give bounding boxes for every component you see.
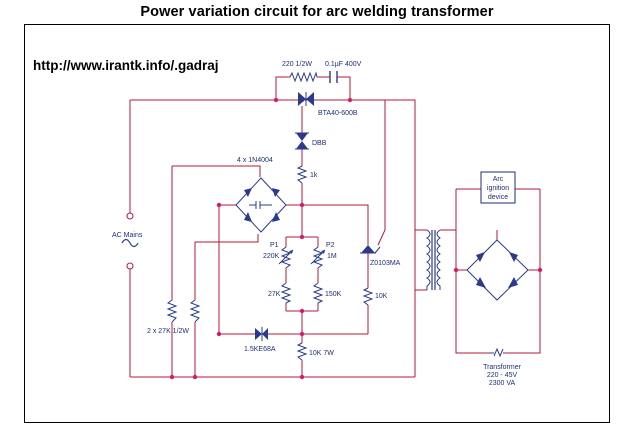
capacitor-0-1uF: 0.1µF 400V (325, 61, 362, 83)
triac-label: BTA40-600B (318, 110, 358, 117)
arc-electrode-gap (490, 347, 505, 358)
ac-mains-terminals: AC Mains (112, 212, 143, 270)
diac-dbb: DBB (295, 132, 327, 150)
tvs-diode-1-5ke68a: 1.5KE68A (244, 327, 276, 353)
resistor-2x27k-label: 2 x 27K 1/2W (147, 328, 189, 335)
scr-z0103ma: Z0103MA (360, 245, 401, 268)
resistor-2x27k: 2 x 27K 1/2W (147, 299, 201, 335)
arc-ignition-device: Arc ignition device (480, 171, 516, 204)
resistor-220-label: 220 1/2W (282, 61, 312, 68)
resistor-27k: 27K (268, 282, 292, 304)
resistor-10k-label: 10K (375, 293, 388, 300)
bridge-label: 4 x 1N4004 (237, 157, 273, 164)
resistor-10k-7w-label: 10K 7W (309, 350, 334, 357)
resistor-27k-label: 27K (268, 291, 281, 298)
p1-label: P1 (270, 242, 279, 249)
transformer-caption-line2: 220 - 45V (487, 372, 518, 379)
potentiometer-p2: P2 1M (310, 242, 337, 269)
source-url: http://www.irantk.info/.gadraj (33, 58, 219, 73)
triac-bta40: BTA40-600B (298, 92, 358, 117)
p2-value: 1M (327, 253, 337, 260)
diagram-title: Power variation circuit for arc welding … (140, 4, 494, 20)
bridge-rectifier-1n4004: 4 x 1N4004 (235, 157, 287, 233)
junction-nodes (169, 97, 543, 380)
scr-label: Z0103MA (370, 260, 401, 267)
capacitor-label: 0.1µF 400V (325, 61, 362, 68)
transformer-caption-line1: Transformer (483, 364, 522, 371)
potentiometer-p1: P1 220K (263, 242, 294, 269)
diagram-border (24, 24, 610, 423)
resistor-1k-label: 1k (310, 172, 318, 179)
wires (129, 76, 541, 378)
p1-value: 220K (263, 253, 280, 260)
resistor-1k: 1k (296, 165, 318, 184)
diac-label: DBB (312, 140, 327, 147)
output-bridge-rectifier (466, 239, 529, 301)
resistor-150k: 150K (312, 282, 342, 304)
ac-mains-label: AC Mains (112, 232, 143, 239)
transformer-caption-line3: 2300 VA (489, 380, 516, 387)
arc-ignition-line1: Arc (493, 176, 504, 183)
arc-ignition-line3: device (488, 194, 508, 201)
transformer-caption: Transformer 220 - 45V 2300 VA (483, 364, 522, 387)
p2-label: P2 (326, 242, 335, 249)
resistor-150k-label: 150K (325, 291, 342, 298)
tvs-label: 1.5KE68A (244, 346, 276, 353)
resistor-10k: 10K (362, 287, 388, 306)
transformer (426, 229, 441, 290)
arc-ignition-line2: ignition (487, 185, 509, 192)
resistor-220: 220 1/2W (282, 61, 318, 83)
resistor-10k-7w: 10K 7W (296, 342, 334, 361)
